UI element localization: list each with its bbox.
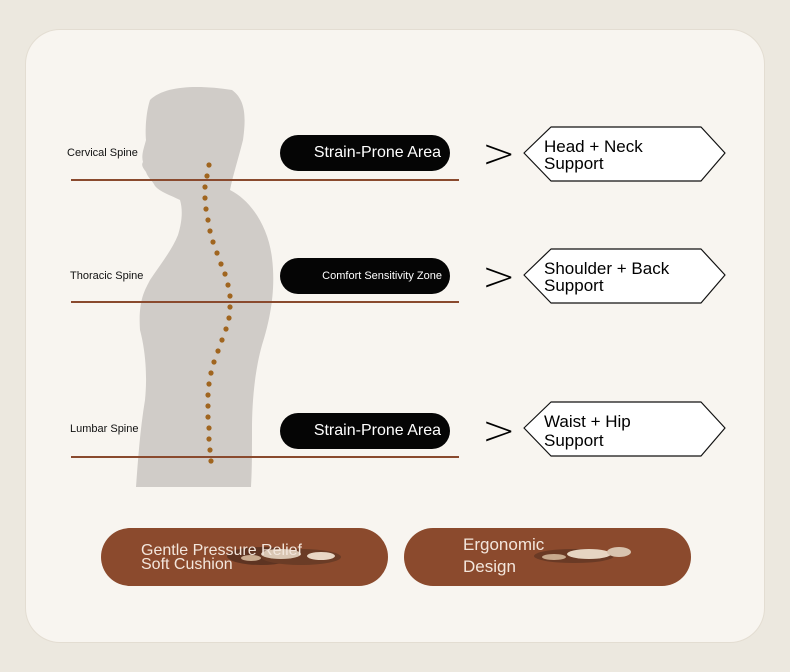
spine-dot (222, 271, 228, 277)
spine-dot (206, 162, 212, 168)
spine-dot (208, 458, 214, 464)
support-text: Head + Neck Support (544, 138, 643, 172)
feature-line-1: Gentle Pressure Relief (141, 542, 302, 559)
cervical-spine-label: Cervical Spine (67, 147, 138, 159)
spine-dot (214, 250, 220, 256)
support-box-outline (523, 126, 726, 182)
support-text: Waist + Hip Support (544, 412, 631, 450)
spine-dot (205, 414, 211, 420)
lumbar-divider (71, 456, 459, 458)
support-text: Shoulder + Back Support (544, 260, 669, 294)
spine-dot (205, 217, 211, 223)
spine-dot (227, 304, 233, 310)
spine-dot (218, 261, 224, 267)
spine-dot (226, 315, 232, 321)
tag-pill-lumbar: Strain-Prone Area (280, 413, 450, 449)
spine-dot (205, 403, 211, 409)
support-line-2: Support (544, 276, 604, 295)
support-box-outline (523, 401, 726, 457)
cushion-texture-image (227, 547, 341, 565)
tag-pill-thoracic: Comfort Sensitivity Zone (280, 258, 450, 294)
spine-dot (202, 184, 208, 190)
support-line-2: Support (544, 431, 604, 450)
feature-pill-ergonomic-design: Ergonomic Design (404, 528, 691, 586)
spine-dot (206, 436, 212, 442)
spine-dot (225, 282, 231, 288)
thoracic-divider (71, 301, 459, 303)
design-texture-image (534, 547, 631, 563)
spine-dot (211, 359, 217, 365)
spine-dot (202, 195, 208, 201)
spine-dot (204, 173, 210, 179)
support-line-1: Waist + Hip (544, 412, 631, 431)
feature-line-2: Design (463, 557, 516, 576)
spine-dot (210, 239, 216, 245)
support-box-waist-hip: Waist + Hip Support (523, 401, 726, 457)
tag-pill-label: Comfort Sensitivity Zone (322, 270, 442, 282)
spine-dot (223, 326, 229, 332)
spine-dot (207, 228, 213, 234)
support-line-1: Shoulder + Back (544, 259, 670, 278)
cervical-divider (71, 179, 459, 181)
spine-dot (203, 206, 209, 212)
lumbar-spine-label: Lumbar Spine (70, 423, 139, 435)
support-line-1: Head + Neck (544, 137, 643, 156)
tag-pill-label: Strain-Prone Area (313, 144, 441, 161)
feature-line-1: Ergonomic (463, 535, 545, 554)
spine-dot (215, 348, 221, 354)
spine-dot (206, 425, 212, 431)
body-silhouette (136, 87, 274, 488)
spine-dot (219, 337, 225, 343)
spine-dot (208, 370, 214, 376)
thoracic-spine-label: Thoracic Spine (70, 270, 144, 282)
spine-dot (227, 293, 233, 299)
support-box-head-neck: Head + Neck Support (523, 126, 726, 182)
feature-pill-soft-cushion: Gentle Pressure Relief Soft Cushion (101, 528, 388, 586)
arrow-icon: > (482, 408, 516, 454)
support-line-2: Support (544, 154, 604, 173)
support-box-shoulder-back: Shoulder + Back Support (523, 248, 726, 304)
spine-dots (202, 162, 233, 464)
feature-line-2: Soft Cushion (141, 556, 233, 573)
arrow-icon: > (482, 254, 516, 300)
arrow-icon: > (482, 131, 516, 177)
spine-dot (207, 447, 213, 453)
spine-dot (206, 381, 212, 387)
spine-dot (205, 392, 211, 398)
tag-pill-label: Strain-Prone Area (313, 422, 441, 439)
support-box-outline (523, 248, 726, 304)
tag-pill-cervical: Strain-Prone Area (280, 135, 450, 171)
